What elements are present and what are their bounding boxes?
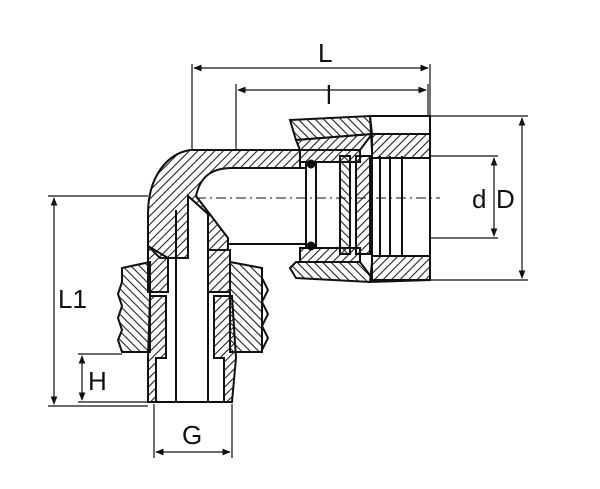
fitting-body [116, 114, 431, 403]
dimension-G [153, 404, 233, 458]
dimension-d [430, 155, 498, 239]
dimension-H [78, 353, 148, 403]
label-d: d [472, 184, 486, 214]
dimension-l [235, 84, 429, 150]
label-H: H [88, 366, 107, 396]
dimension-D [372, 115, 528, 281]
label-D: D [496, 184, 515, 214]
dimension-L [191, 64, 431, 150]
label-L1: L1 [58, 284, 87, 314]
label-l: l [326, 80, 332, 110]
dimension-L1 [48, 195, 148, 407]
label-G: G [182, 420, 202, 450]
label-L: L [318, 38, 332, 68]
